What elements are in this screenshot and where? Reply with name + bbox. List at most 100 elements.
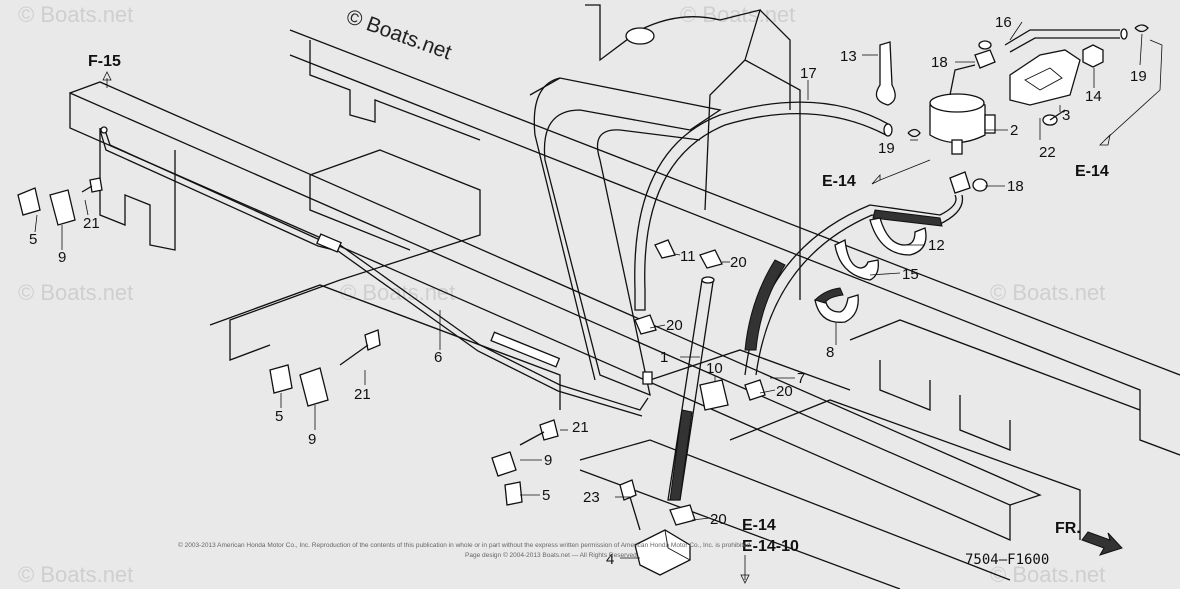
fuel-line-6 (104, 129, 649, 411)
front-label: FR. (1055, 520, 1081, 537)
watermark-faint: © Boats.net (990, 280, 1105, 305)
watermark-main: © Boats.net (343, 5, 454, 64)
label-9: 9 (544, 452, 552, 469)
hoses (634, 101, 964, 376)
grommet-5-mid (269, 364, 293, 394)
clip-20-upper (699, 249, 723, 269)
frame-floor-rail (579, 439, 1011, 581)
frame-upper-brace (704, 59, 746, 211)
bracket-3 (1009, 49, 1081, 106)
frame-cross-side (309, 175, 411, 251)
label-11: 11 (680, 248, 696, 265)
label-2: 2 (1010, 122, 1018, 139)
label-9: 9 (58, 249, 66, 266)
label-3: 3 (1062, 107, 1070, 124)
grommet-5-upper (17, 187, 41, 216)
clip-20-rod (669, 504, 696, 526)
filter-area (875, 24, 1149, 194)
hose-17-edge (644, 112, 887, 291)
frame-rail-top (69, 81, 1042, 506)
clamp-8-shade (814, 287, 844, 304)
label-13: 13 (840, 48, 857, 65)
copyright-line: © 2003-2013 American Honda Motor Co., In… (178, 541, 751, 549)
label-22: 22 (1039, 144, 1056, 161)
label-18: 18 (931, 54, 948, 71)
label-20: 20 (666, 317, 683, 334)
filter-clip (984, 114, 996, 134)
frame-floor-cross (729, 399, 1081, 540)
frame-tower-edge (759, 9, 791, 110)
label-21: 21 (354, 386, 371, 403)
label-23: 23 (583, 489, 600, 506)
diagram-code: 7504—F1600 (965, 552, 1049, 568)
watermark-faint: © Boats.net (18, 280, 133, 305)
watermark-faint: © Boats.net (990, 562, 1105, 587)
grommet-5-low (504, 481, 523, 506)
fuel-line-end (100, 126, 108, 134)
clip-19-right (1134, 24, 1149, 33)
bracket-3-face (1024, 67, 1063, 91)
frame-left-bracket (99, 128, 176, 251)
ref-f15: F-15 (88, 53, 121, 70)
label-16: 16 (995, 14, 1012, 31)
pin (642, 371, 653, 385)
clamp-15 (834, 239, 879, 281)
watermark-faint: © Boats.net (680, 2, 795, 27)
label-5: 5 (275, 408, 283, 425)
clip-20-hose7 (744, 379, 766, 401)
frame-floor-notch (879, 360, 931, 411)
rod-1-sleeve (669, 409, 693, 501)
bolt-21-mid (364, 329, 381, 351)
label-19: 19 (878, 140, 895, 157)
label-18: 18 (1007, 178, 1024, 195)
clamp-12 (869, 217, 927, 256)
clamp-rings (814, 217, 927, 323)
leader-lines (34, 21, 1163, 584)
nut-14 (1082, 44, 1104, 68)
label-20: 20 (710, 511, 727, 528)
frame-cross-member (229, 149, 481, 361)
bracket-4-edge (664, 529, 691, 561)
label-7: 7 (797, 370, 805, 387)
bolt-21-low (539, 419, 559, 441)
label-8: 8 (826, 344, 834, 361)
clip-19-left (907, 128, 921, 138)
frame-rail-upper (289, 29, 1180, 376)
hose-16 (1004, 29, 1120, 46)
label-4: 4 (606, 551, 614, 568)
filter-inlet-pipe (949, 64, 976, 96)
fuel-line-6-edge (99, 129, 643, 417)
frame-structure (69, 4, 1180, 589)
frame-floor-notch (959, 395, 1011, 451)
bolt-23 (619, 479, 637, 501)
hose-7-edge (755, 194, 964, 376)
clip-18-lower-knob (972, 178, 988, 192)
filter-outlet (951, 139, 963, 155)
clip-18-upper (974, 49, 996, 69)
small-parts (17, 177, 766, 576)
rod-1 (667, 276, 715, 501)
bolt-22-shaft (1049, 109, 1066, 121)
ref-e14-10: E-14-10 (742, 538, 799, 555)
clip-10 (699, 379, 729, 411)
label-15: 15 (902, 266, 919, 283)
bolt-21-low-shaft (519, 431, 545, 446)
bolt-21-upper (89, 177, 103, 193)
label-14: 14 (1085, 88, 1102, 105)
frame-hoop-left (529, 77, 722, 397)
watermark-faint: © Boats.net (18, 2, 133, 27)
label-17: 17 (800, 65, 817, 82)
part-labels: 5 9 21 6 5 9 21 21 9 5 23 4 1 20 11 20 1… (29, 14, 1147, 568)
frame-rail-upper-bottom (289, 54, 1180, 456)
clamp-8 (814, 293, 859, 323)
hose-16-end (1120, 28, 1128, 40)
label-1: 1 (660, 349, 668, 366)
front-arrow-icon (1081, 531, 1123, 556)
clip-18-knob (978, 40, 992, 50)
frame-upper-notch (309, 40, 481, 141)
label-21: 21 (83, 215, 100, 232)
clip-18-lower (949, 171, 971, 194)
label-5: 5 (29, 231, 37, 248)
label-21: 21 (572, 419, 589, 436)
